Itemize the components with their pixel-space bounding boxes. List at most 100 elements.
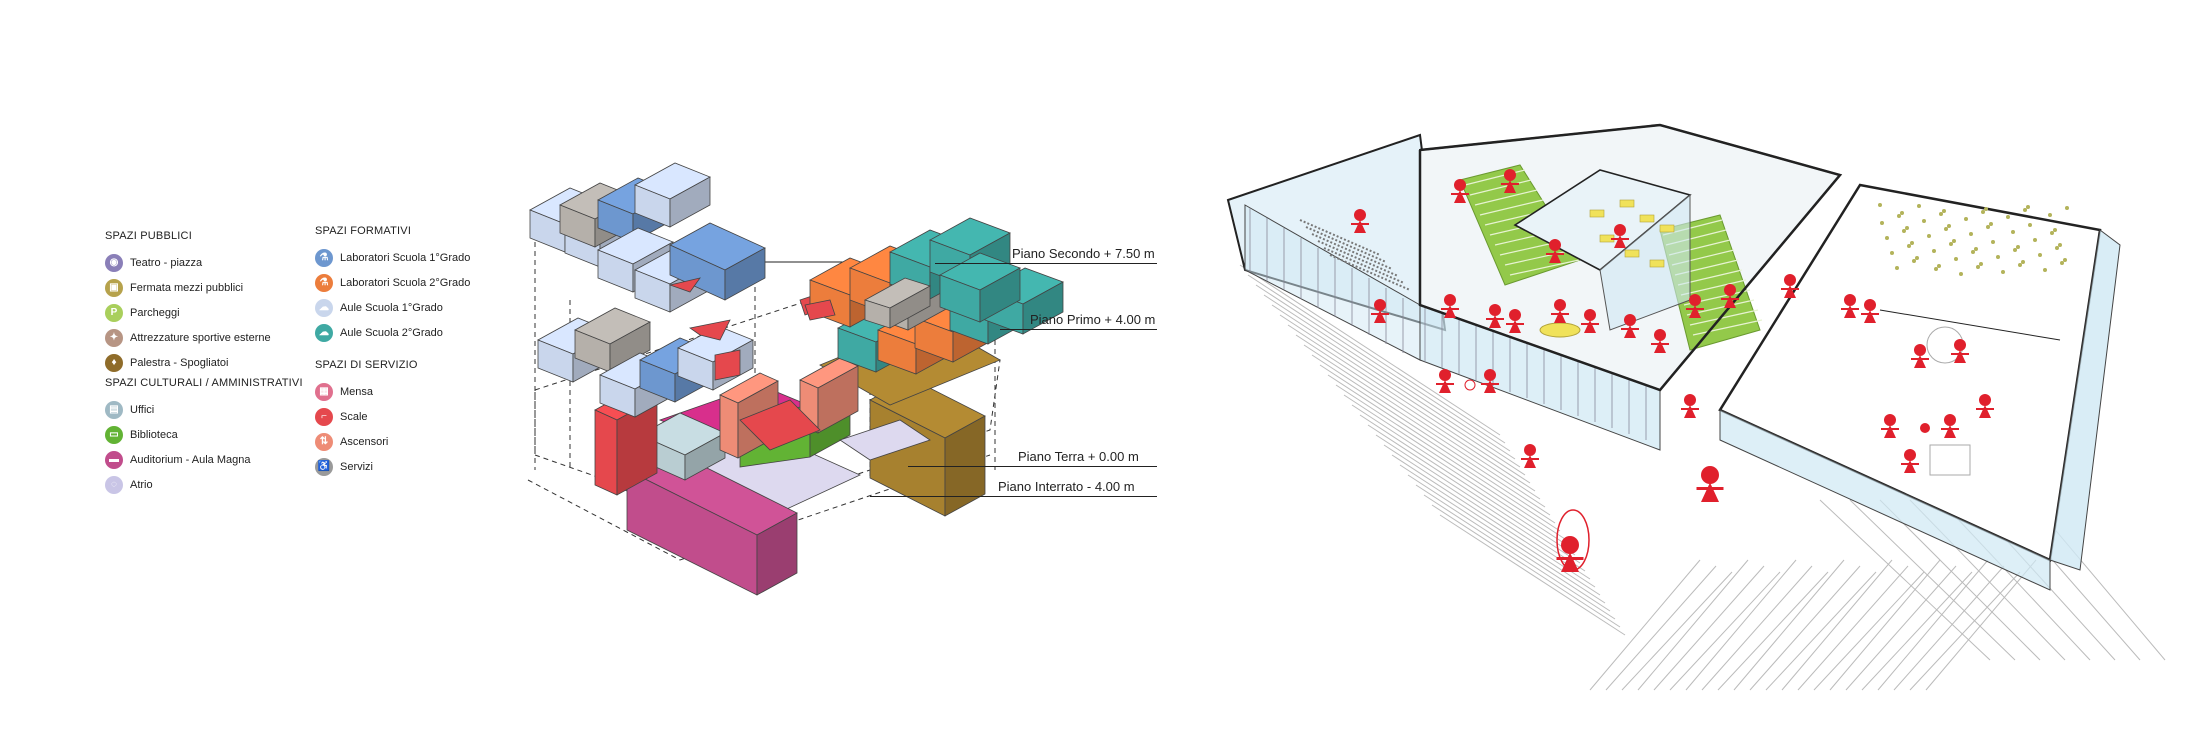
ground-hatch-line — [1400, 465, 1600, 595]
child-head — [1724, 284, 1736, 296]
spectator-dot — [2053, 228, 2057, 232]
spectator-dot — [2065, 206, 2069, 210]
spectator-dot — [1900, 211, 1904, 215]
spectator-dot — [1969, 232, 1973, 236]
child-head — [1624, 314, 1636, 326]
spectator-dot — [1915, 256, 1919, 260]
child-head — [1654, 329, 1666, 341]
spectator-dot — [1976, 265, 1980, 269]
spectator-dot — [2058, 243, 2062, 247]
ground-hatch-line-front — [1686, 560, 1796, 690]
ground-hatch-line-front — [1638, 560, 1748, 690]
spectator-dot — [1895, 266, 1899, 270]
spectator-dot — [2006, 215, 2010, 219]
spectator-dot — [1907, 244, 1911, 248]
child-head — [1439, 369, 1451, 381]
spectator-dot — [1934, 267, 1938, 271]
child-head — [1944, 414, 1956, 426]
spectator-dot — [1939, 212, 1943, 216]
spectator-dot — [1979, 262, 1983, 266]
ball-red — [1920, 423, 1930, 433]
child-head — [1509, 309, 1521, 321]
spectator-dot — [1880, 221, 1884, 225]
ground-hatch-line-front — [1878, 560, 1988, 690]
child-head — [1904, 449, 1916, 461]
ground-hatch-line-front — [1654, 566, 1764, 690]
spectator-dot — [1974, 247, 1978, 251]
spectator-dot — [2048, 213, 2052, 217]
yellow-desk — [1660, 225, 1674, 232]
spectator-dot — [1954, 257, 1958, 261]
spectator-dot — [1910, 241, 1914, 245]
child-head — [1844, 294, 1856, 306]
spectator-dot — [1996, 255, 2000, 259]
ground-hatch-line — [1368, 425, 1580, 563]
spectator-dot — [2011, 230, 2015, 234]
child-head — [1484, 369, 1496, 381]
ground-hatch-line-front — [1926, 560, 2036, 690]
ground-hatch-line-front — [1766, 572, 1876, 690]
yellow-desk — [1650, 260, 1664, 267]
child-head — [1864, 299, 1876, 311]
ground-hatch-line-front — [1846, 566, 1956, 690]
yellow-desk — [1620, 200, 1634, 207]
spectator-dot — [2043, 268, 2047, 272]
ground-hatch-line-front — [1718, 572, 1828, 690]
child-head — [1454, 179, 1466, 191]
spectator-dot — [2060, 261, 2064, 265]
ground-hatch-line — [1416, 485, 1610, 611]
spectator-dot — [2001, 270, 2005, 274]
spectator-dot — [1922, 219, 1926, 223]
child-head — [1614, 224, 1626, 236]
child-body — [1439, 380, 1451, 393]
child-body — [1701, 483, 1719, 503]
yellow-desk — [1590, 210, 1604, 217]
spectator-dot — [1991, 240, 1995, 244]
yellow-bench — [1540, 323, 1580, 337]
ground-hatch-line-front — [1910, 572, 2020, 690]
yellow-desk — [1625, 250, 1639, 257]
spectator-dot — [1989, 222, 1993, 226]
child-head — [1504, 169, 1516, 181]
spectator-dot — [2026, 205, 2030, 209]
spectator-dot — [1905, 226, 1909, 230]
spectator-dot — [1981, 210, 1985, 214]
spectator-dot — [1927, 234, 1931, 238]
ground-hatch-line-front — [1814, 572, 1924, 690]
child-head — [1489, 304, 1501, 316]
spectator-dot — [1902, 229, 1906, 233]
child-head — [1549, 239, 1561, 251]
ground-hatch-line-front — [1590, 560, 1700, 690]
ball — [1465, 380, 1475, 390]
spectator-dot — [2038, 253, 2042, 257]
ground-hatch-line-front — [1702, 566, 1812, 690]
child-head — [1524, 444, 1536, 456]
spectator-dot — [2016, 245, 2020, 249]
ground-hatch-line-front — [1622, 572, 1732, 690]
ground-hatch-line-front — [1606, 566, 1716, 690]
ground-hatch-line — [1360, 415, 1575, 555]
child-head — [1701, 466, 1719, 484]
spectator-dot — [1952, 239, 1956, 243]
spectator-dot — [2021, 260, 2025, 264]
child-head — [1554, 299, 1566, 311]
spectator-dot — [1949, 242, 1953, 246]
spectator-dot — [1932, 249, 1936, 253]
child-figure — [1681, 394, 1699, 418]
ground-hatch-line — [1352, 405, 1570, 547]
spectator-dot — [1986, 225, 1990, 229]
spectator-dot — [2050, 231, 2054, 235]
spectator-dot — [2028, 223, 2032, 227]
spectator-dot — [1944, 227, 1948, 231]
child-figure — [1436, 369, 1454, 393]
child-head — [1561, 536, 1579, 554]
child-head — [1784, 274, 1796, 286]
child-head — [1354, 209, 1366, 221]
spectator-dot — [1971, 250, 1975, 254]
child-head — [1689, 294, 1701, 306]
ground-hatch-line-front — [1670, 572, 1780, 690]
ground-hatch-line — [1440, 515, 1625, 635]
ground-hatch-line-front — [1750, 566, 1860, 690]
ground-hatch-line-front — [1782, 560, 1892, 690]
